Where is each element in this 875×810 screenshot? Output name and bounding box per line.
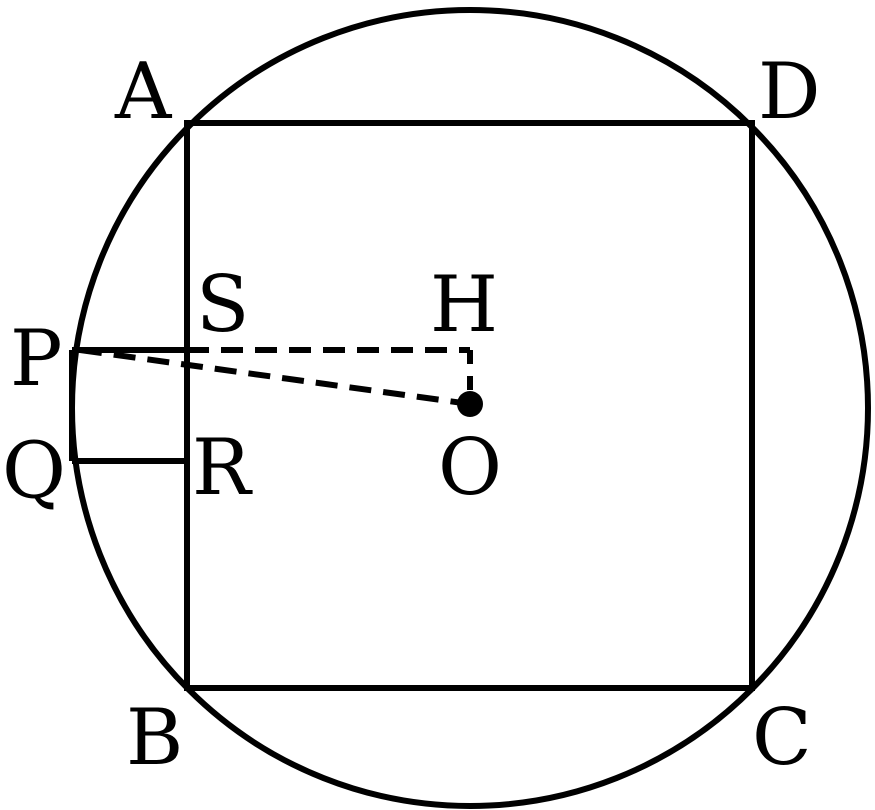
label-o: O: [438, 423, 502, 513]
label-c: C: [752, 693, 812, 783]
label-s: S: [196, 260, 249, 350]
square-abcd: [184, 120, 755, 691]
center-point-o: [457, 391, 483, 417]
label-p: P: [10, 314, 62, 404]
label-r: R: [192, 423, 253, 513]
label-b: B: [126, 693, 183, 783]
label-d: D: [758, 47, 821, 137]
segment-po-dashed: [79, 347, 471, 407]
label-q: Q: [2, 426, 66, 516]
label-a: A: [114, 47, 173, 137]
label-h: H: [430, 260, 498, 350]
